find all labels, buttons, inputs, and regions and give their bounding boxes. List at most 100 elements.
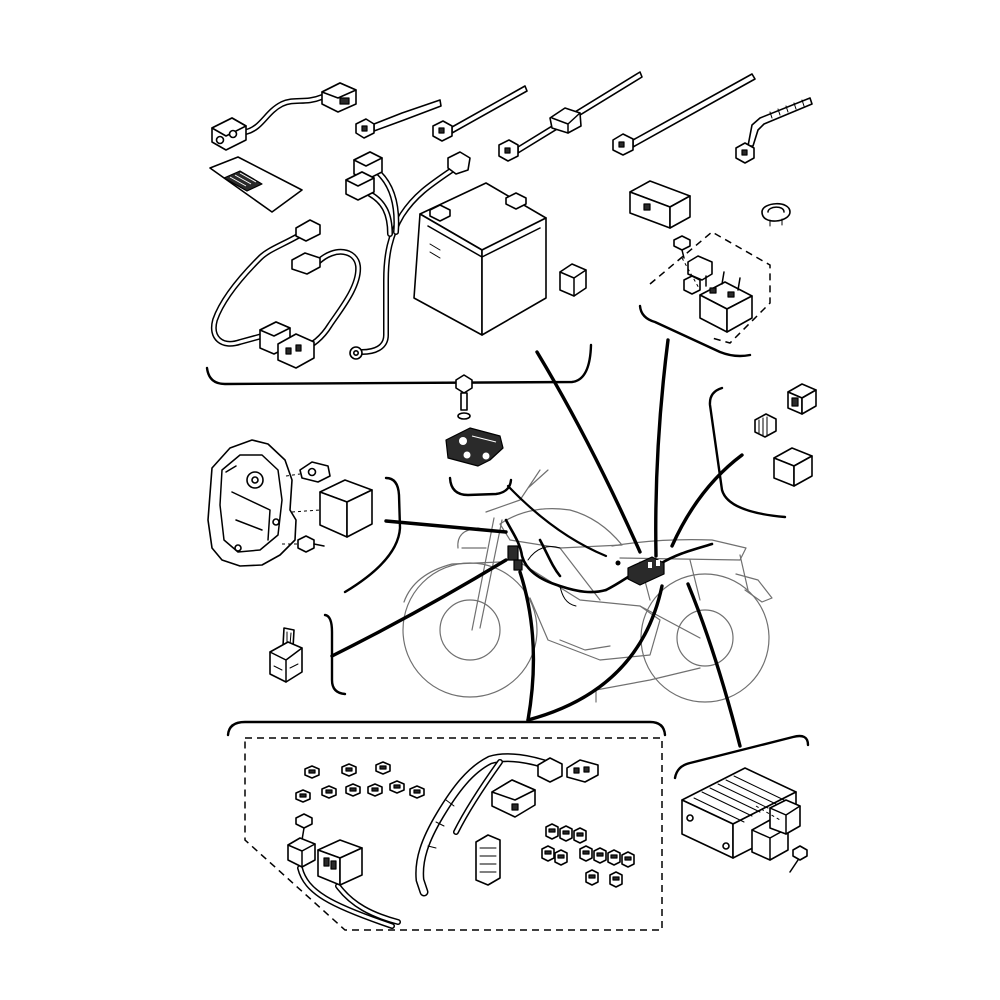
fuse [573, 827, 587, 844]
handlebar-outline [485, 469, 549, 513]
leader-lines [330, 338, 744, 748]
fuse [621, 851, 635, 868]
damper-bracket [445, 427, 504, 467]
leader-bulb-group [330, 558, 508, 658]
fuse [554, 849, 568, 866]
harness-thin-wire [527, 546, 577, 607]
leader-connector-group [670, 453, 744, 548]
relay-cover [687, 255, 713, 281]
fuse-set-right [541, 823, 635, 888]
component-cover [207, 439, 297, 567]
label-plate [209, 156, 303, 213]
leader-bracket-group [506, 484, 608, 558]
leader-regulator-group [686, 582, 742, 748]
leader-fuse-group-a [518, 570, 536, 722]
harness-branch [658, 542, 714, 566]
junction-slot [648, 562, 652, 568]
sensor-connector-mid [291, 252, 321, 275]
harness-coupler-vertical [475, 834, 501, 886]
cover-screw-hole [272, 518, 280, 526]
leader-cover-group [384, 519, 508, 534]
sensor-connector-top [295, 219, 321, 242]
rear-shock-outline [689, 554, 749, 601]
voltage-regulator [681, 767, 801, 861]
relay-bolt [673, 235, 691, 251]
fuse-set-left [295, 761, 425, 803]
coupler-block-large [787, 383, 817, 415]
starter-relay [673, 235, 753, 333]
exhaust-outline [595, 667, 701, 703]
rear-hub-outline [676, 609, 734, 667]
cable-tie-1 [355, 99, 442, 139]
coupler-cube [773, 447, 813, 487]
coupler-pair [211, 82, 357, 151]
fuse [609, 871, 623, 888]
indicator-bulb [269, 627, 303, 683]
junction-block [627, 556, 665, 586]
frame-outline [515, 547, 701, 639]
fuse-group-dashed-outline [244, 737, 663, 931]
harness-branch [538, 538, 562, 578]
front-hub-outline [439, 599, 501, 661]
fuse [541, 845, 555, 862]
front-fender-outline [403, 561, 501, 603]
washer [457, 412, 471, 420]
fuse [409, 785, 425, 799]
fuse [545, 823, 559, 840]
battery-terminal-neg [429, 204, 451, 222]
harness-coupler-c [566, 759, 599, 783]
barcode-graphic [223, 170, 263, 192]
battery [413, 182, 547, 336]
battery-cable [345, 151, 471, 360]
sensor-lead [214, 219, 358, 369]
fork-outline [471, 517, 503, 631]
cable-tie-2 [432, 85, 528, 142]
harness-coupler [507, 545, 519, 561]
regulator-connector-b [769, 799, 801, 835]
fuse [321, 785, 337, 799]
regulator-bolt [789, 845, 808, 873]
battery-terminal-pos [505, 192, 527, 210]
bracket-group-bracket [448, 476, 513, 497]
leader-relay-group [654, 338, 670, 558]
relay-dashed-outline [649, 231, 771, 344]
harness-branch [504, 518, 608, 594]
harness-coupler [513, 559, 523, 571]
cover-clip [285, 461, 331, 483]
coupler-block-small [754, 413, 777, 438]
band-clip [761, 202, 791, 227]
relay-group-bracket [638, 304, 752, 358]
regulator-group-bracket [673, 734, 810, 780]
cover-group-bracket [343, 476, 402, 594]
cable-tie-with-clip [498, 71, 643, 162]
cable-tie-3 [612, 73, 756, 156]
harness-coupler-b [537, 757, 563, 783]
fuse [367, 783, 383, 797]
motorcycle-silhouette [402, 469, 773, 703]
fuse [345, 783, 361, 797]
fuse-box-harness [287, 813, 398, 926]
terminal-cap [447, 151, 471, 175]
cable-tie-4 [735, 97, 813, 164]
seat-outline [611, 539, 747, 561]
fuse [593, 847, 607, 864]
engine-outline [529, 597, 661, 661]
battery-pad [559, 263, 587, 297]
junction-slot [656, 560, 660, 566]
fuse [579, 845, 593, 862]
tie-clip [549, 107, 582, 134]
relay-unit [629, 180, 691, 229]
fuse [559, 825, 573, 842]
rear-fender-outline [735, 573, 773, 603]
fuse [607, 849, 621, 866]
mount-bolt [455, 374, 473, 420]
connector-group-bracket [708, 386, 787, 519]
fuse [585, 869, 599, 886]
fuse [375, 761, 391, 775]
fuse [341, 763, 357, 777]
main-wire-harness [504, 518, 714, 607]
cover-pad [291, 479, 373, 538]
harness-clamp [615, 560, 621, 566]
